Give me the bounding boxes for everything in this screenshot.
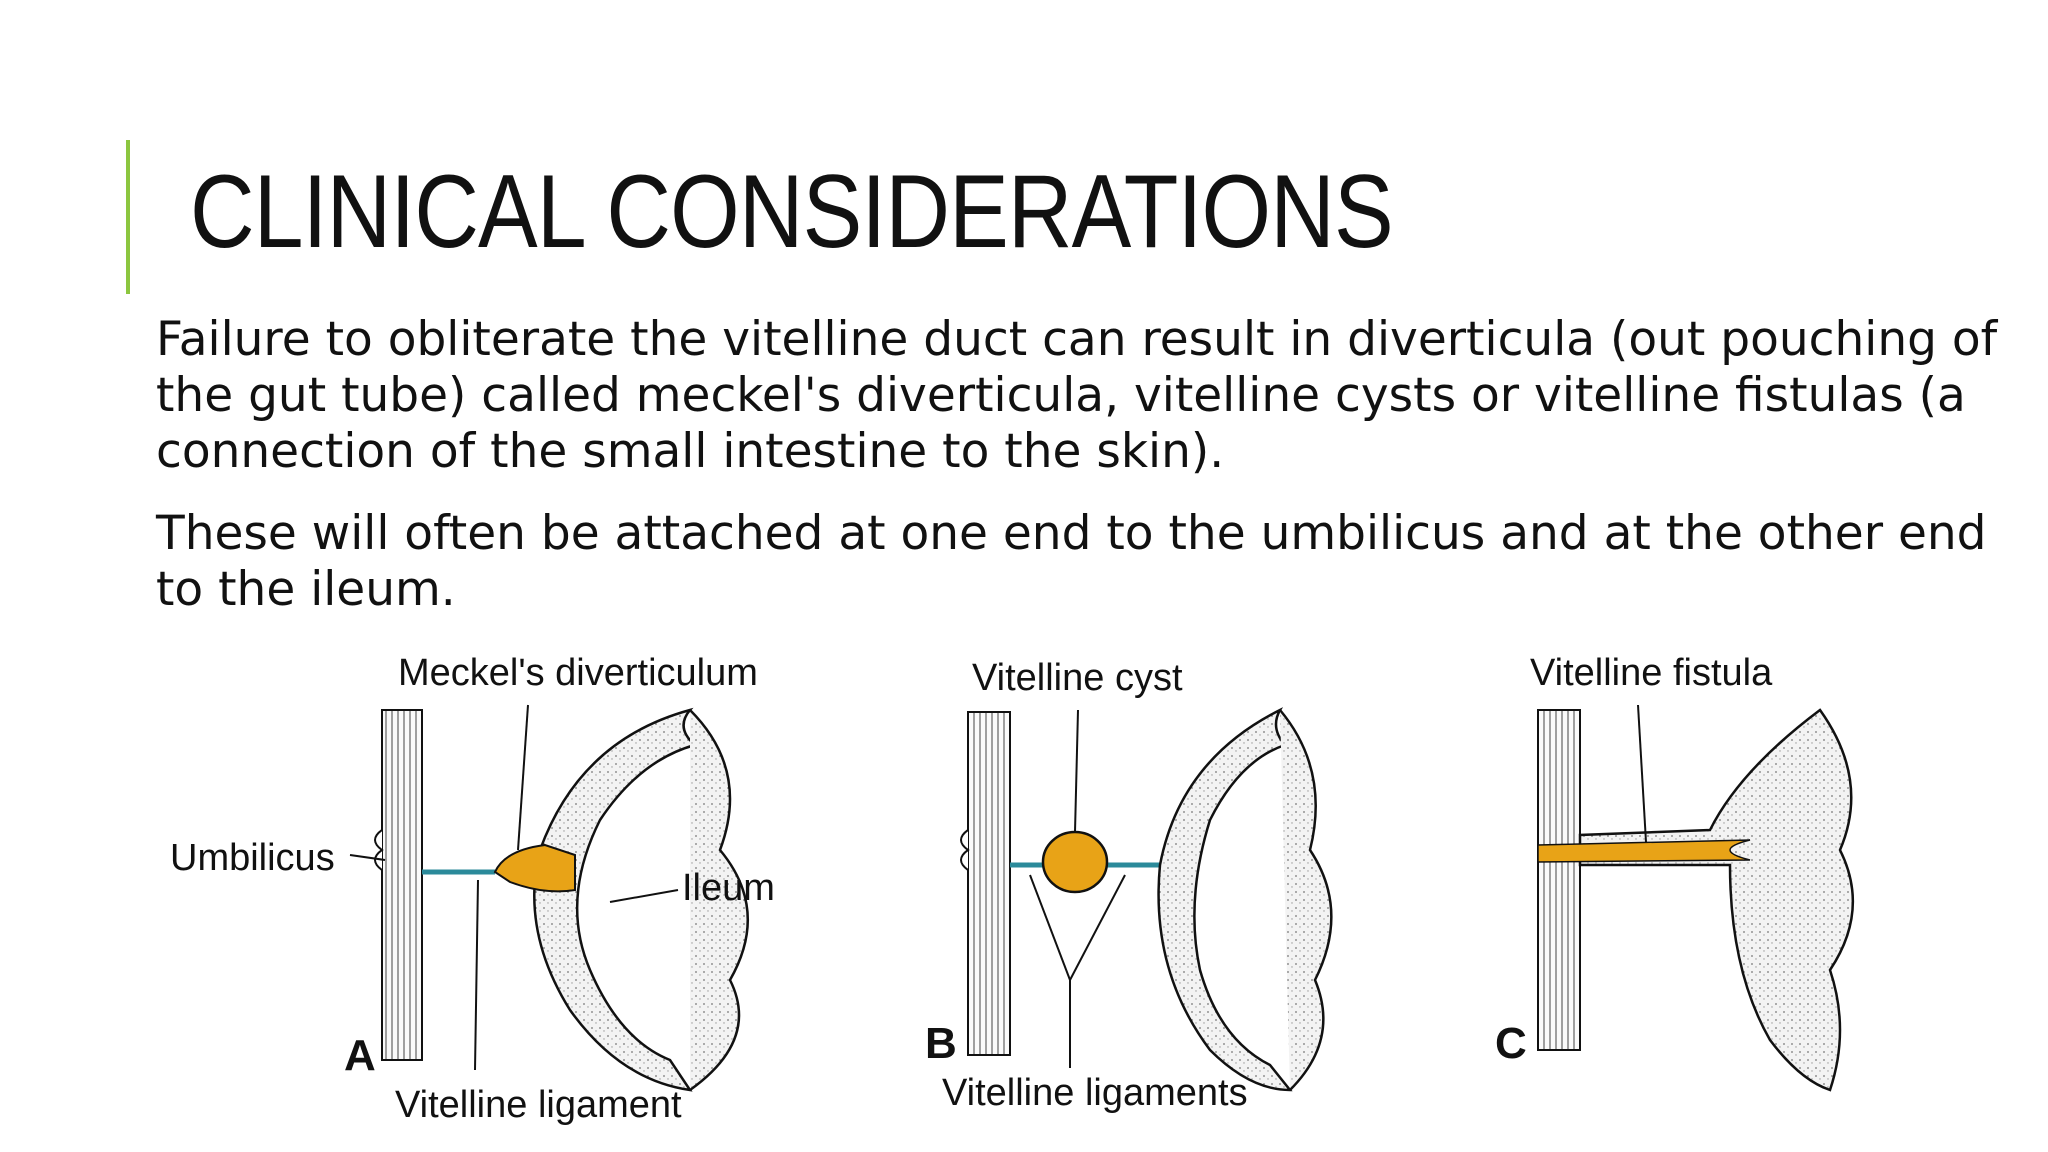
panel-a-meckels-diverticulum <box>493 843 576 893</box>
panel-b-ileum <box>1157 707 1293 1092</box>
panel-b-umbilicus-notch <box>960 829 970 871</box>
panel-a-umbilicus-notch <box>374 829 384 871</box>
panel-b-abdominal-wall <box>967 711 1011 1056</box>
label-vitelline-cyst: Vitelline cyst <box>972 657 1183 699</box>
panel-b-letter: B <box>925 1019 957 1068</box>
panel-b-vitelline-cyst <box>1041 830 1109 894</box>
slide-body: Failure to obliterate the vitelline duct… <box>156 312 2016 644</box>
paragraph-2: These will often be attached at one end … <box>156 506 1987 617</box>
figure-illustration: Meckel's diverticulum Umbilicus Ileum Vi… <box>170 652 1855 1126</box>
title-accent-bar <box>126 140 130 294</box>
panel-c-vitelline-fistula <box>1537 839 1751 863</box>
panel-c: Vitelline fistula C <box>1495 652 1855 1092</box>
label-umbilicus: Umbilicus <box>170 837 335 879</box>
paragraph-1: Failure to obliterate the vitelline duct… <box>156 312 1998 479</box>
panel-a-abdominal-wall <box>381 709 423 1061</box>
panel-c-abdominal-wall <box>1537 709 1581 1051</box>
panel-b: Vitelline cyst Vitelline ligaments B <box>925 657 1333 1114</box>
label-vitelline-ligaments: Vitelline ligaments <box>942 1072 1248 1114</box>
label-vitelline-fistula: Vitelline fistula <box>1530 652 1773 694</box>
panel-c-letter: C <box>1495 1019 1527 1068</box>
panel-a-letter: A <box>344 1031 376 1080</box>
vitelline-duct-anomalies-figure: Meckel's diverticulum Umbilicus Ileum Vi… <box>150 650 1910 1150</box>
slide-title: CLINICAL CONSIDERATIONS <box>190 154 1394 270</box>
panel-c-ileum <box>1578 708 1855 1092</box>
label-vitelline-ligament: Vitelline ligament <box>395 1084 682 1126</box>
panel-a: Meckel's diverticulum Umbilicus Ileum Vi… <box>170 652 775 1126</box>
label-ileum: Ileum <box>682 867 775 909</box>
label-meckels-diverticulum: Meckel's diverticulum <box>398 652 758 694</box>
panel-a-ileum <box>533 707 698 1092</box>
